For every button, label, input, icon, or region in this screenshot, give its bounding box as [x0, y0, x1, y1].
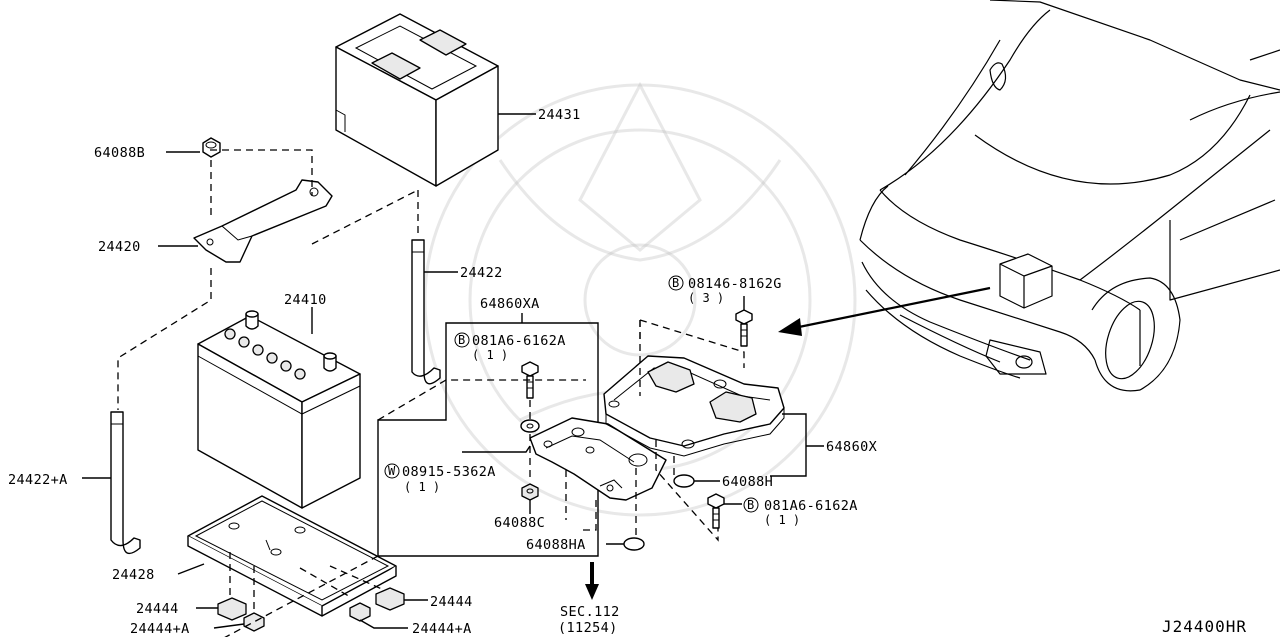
diagram-id: J24400HR — [1162, 617, 1247, 636]
clip-24444-right — [375, 587, 405, 611]
hold-down-rod — [411, 239, 441, 385]
label-64860XA: 64860XA — [480, 296, 540, 312]
bolt-081A6-lower — [707, 493, 725, 529]
label-64088C: 64088C — [494, 515, 545, 531]
grommet-64088HA — [623, 537, 645, 551]
svg-text:081A6-6162A: 081A6-6162A — [472, 333, 566, 349]
svg-text:( 1 ): ( 1 ) — [404, 480, 440, 494]
battery — [197, 310, 361, 509]
hold-down-rod-a — [110, 411, 141, 555]
label-64088HA: 64088HA — [526, 537, 586, 553]
battery-cover — [335, 13, 499, 187]
label-24444A-left: 24444+A — [130, 621, 190, 637]
section-arrow — [585, 562, 599, 600]
bolt-081A6-upper — [521, 361, 539, 399]
label-24410: 24410 — [284, 292, 327, 308]
svg-text:08146-8162G: 08146-8162G — [688, 276, 782, 292]
washer-08915 — [520, 419, 540, 433]
nut-64088B — [202, 137, 221, 158]
label-24422A: 24422+A — [8, 472, 68, 488]
battery-tray — [187, 495, 397, 617]
svg-text:B: B — [747, 498, 754, 512]
bolt-08146 — [735, 309, 753, 347]
svg-text:( 1 ): ( 1 ) — [472, 348, 508, 362]
bracket-64860X — [603, 355, 785, 457]
bolt-label-b3: B 081A6-6162A ( 1 ) — [743, 497, 858, 527]
nut-64088C — [521, 483, 539, 501]
svg-text:081A6-6162A: 081A6-6162A — [764, 498, 858, 514]
hold-down-bracket — [193, 179, 333, 263]
clip-24444-left — [217, 597, 247, 621]
bolt-label-b2: B 08146-8162G ( 3 ) — [668, 275, 782, 305]
clip-24444A-right — [349, 602, 371, 622]
label-64088B: 64088B — [94, 145, 145, 161]
label-24428: 24428 — [112, 567, 155, 583]
section-ref-sub: (11254) — [558, 620, 618, 636]
svg-text:08915-5362A: 08915-5362A — [402, 464, 496, 480]
label-24444A-right: 24444+A — [412, 621, 472, 637]
svg-text:( 3 ): ( 3 ) — [688, 291, 724, 305]
location-arrow — [778, 286, 991, 336]
vehicle-sketch — [859, 0, 1280, 392]
svg-text:( 1 ): ( 1 ) — [764, 513, 800, 527]
clip-24444A-left — [243, 612, 265, 632]
label-24422: 24422 — [460, 265, 503, 281]
section-ref: SEC.112 — [560, 604, 620, 620]
svg-text:B: B — [458, 333, 465, 347]
bracket-64860XA — [529, 417, 667, 501]
label-24420: 24420 — [98, 239, 141, 255]
washer-label-w1: W 08915-5362A ( 1 ) — [384, 463, 496, 494]
grommet-64088H — [673, 474, 695, 488]
svg-text:B: B — [672, 276, 679, 290]
bolt-label-b1: B 081A6-6162A ( 1 ) — [454, 332, 566, 362]
label-64860X: 64860X — [826, 439, 877, 455]
label-24431: 24431 — [538, 107, 581, 123]
label-24444-left: 24444 — [136, 601, 179, 617]
svg-text:W: W — [388, 464, 396, 478]
label-24444-right: 24444 — [430, 594, 473, 610]
label-64088H: 64088H — [722, 474, 773, 490]
